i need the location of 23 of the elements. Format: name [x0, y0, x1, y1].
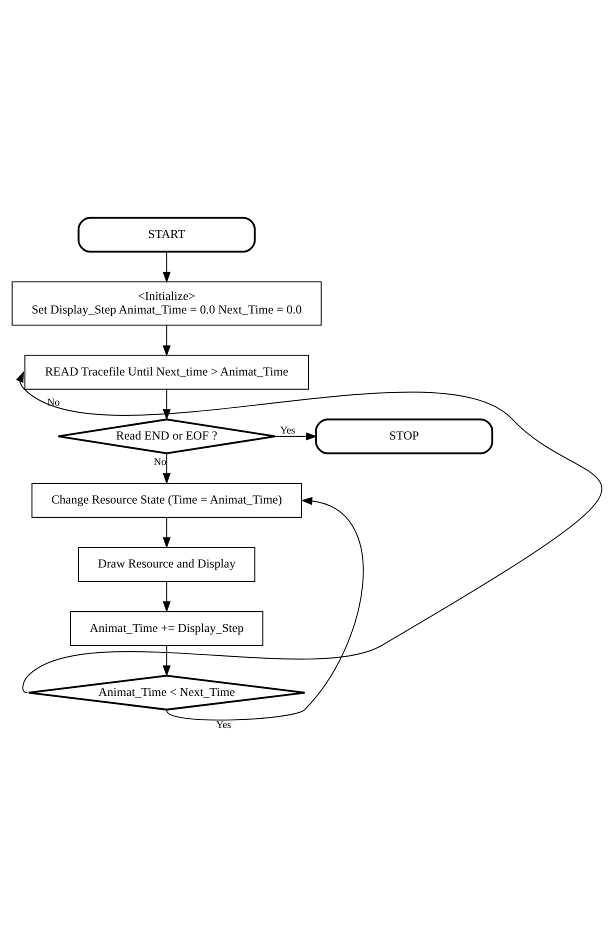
node-box: Animat_Time += Display_Step [70, 611, 264, 646]
node-box: START [78, 216, 256, 253]
node-box: Change Resource State (Time = Animat_Time) [31, 483, 302, 518]
node-box: <Initialize> Set Display_Step Animat_Time = 0.0 Next_Time = 0.0 [12, 281, 322, 326]
arrow [162, 517, 171, 549]
arrow [162, 581, 171, 613]
edge-label: Yes [280, 425, 296, 436]
node-box: STOP [315, 418, 494, 454]
arrow [162, 324, 171, 357]
arrow [162, 645, 171, 677]
node-diamond: Read END or EOF ? [57, 418, 276, 454]
edge-label: Yes [216, 720, 232, 732]
arrow [274, 432, 318, 440]
arrow [162, 453, 171, 484]
node-box: READ Tracefile Until Next_time > Animat_Time [24, 354, 309, 390]
arrow [162, 251, 171, 284]
node-diamond: Animat_Time < Next_Time [28, 674, 306, 711]
edge-label: No [154, 457, 166, 468]
arrow [162, 389, 171, 420]
edge-label: No [47, 397, 60, 408]
node-box: Draw Resource and Display [78, 547, 256, 582]
arrow [166, 497, 364, 720]
arrow [16, 370, 602, 694]
